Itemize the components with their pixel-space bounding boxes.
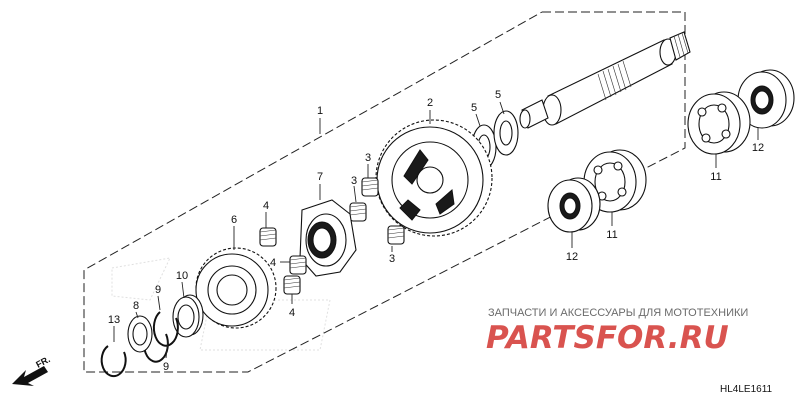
- callout-9b: 9: [163, 361, 169, 373]
- callout-13: 13: [108, 314, 120, 326]
- bearing-11-upper: [687, 91, 751, 155]
- damper-hub-7: [299, 199, 357, 277]
- watermark-caption: ЗАПЧАСТИ И АКСЕССУАРЫ ДЛЯ МОТОТЕХНИКИ: [488, 307, 748, 319]
- callout-4b: 4: [270, 257, 276, 269]
- callout-9a: 9: [155, 284, 161, 296]
- callout-10: 10: [176, 270, 188, 282]
- front-direction-marker: FR.: [12, 354, 52, 386]
- callout-3a: 3: [365, 152, 371, 164]
- assembly-frame: [83, 11, 686, 373]
- large-gear-2: [375, 119, 493, 237]
- callout-6: 6: [231, 214, 237, 226]
- spring-3c: [387, 225, 405, 245]
- diagram-code: HL4LE1611: [720, 384, 773, 395]
- thrust-washer-5b: [493, 110, 519, 156]
- spring-4a: [259, 227, 277, 247]
- circlip-13: [100, 345, 127, 378]
- callout-11b: 11: [606, 229, 617, 241]
- callout-4a: 4: [263, 200, 269, 212]
- callouts: 1 2 5 5 3 3 3 7 4 4 4 6 10 9 8 9 13 11 1…: [108, 89, 764, 373]
- site-watermark: ЗАПЧАСТИ И АКСЕССУАРЫ ДЛЯ МОТОТЕХНИКИ PA…: [486, 307, 748, 356]
- callout-8: 8: [133, 300, 139, 312]
- bearing-12-lower: [547, 177, 601, 233]
- watermark-logo: PARTSFOR.RU: [486, 320, 729, 356]
- spring-3b: [349, 202, 367, 222]
- spring-4b: [289, 255, 307, 275]
- callout-5a: 5: [471, 102, 477, 114]
- callout-12a: 12: [752, 142, 764, 154]
- leader-lines: [113, 101, 759, 359]
- washer-8: [127, 315, 153, 353]
- callout-11a: 11: [710, 171, 721, 183]
- callout-7: 7: [317, 171, 323, 183]
- callout-5b: 5: [495, 89, 501, 101]
- spring-4c: [283, 275, 301, 295]
- callout-2: 2: [427, 97, 433, 109]
- spring-3a: [361, 177, 379, 197]
- direction-label: FR.: [34, 354, 51, 370]
- callout-1: 1: [317, 105, 323, 117]
- callout-3c: 3: [389, 253, 395, 265]
- bearing-12-upper: [737, 69, 795, 129]
- callout-3b: 3: [351, 175, 357, 187]
- main-shaft: [519, 31, 691, 129]
- bearing-11-lower: [583, 149, 647, 213]
- bushing-10: [172, 294, 204, 338]
- snap-ring-9a: [152, 311, 179, 347]
- background-watermark: [111, 257, 331, 351]
- callout-12b: 12: [566, 251, 578, 263]
- callout-4c: 4: [289, 307, 295, 319]
- arrow-icon: [12, 366, 48, 386]
- gear-6: [195, 247, 277, 329]
